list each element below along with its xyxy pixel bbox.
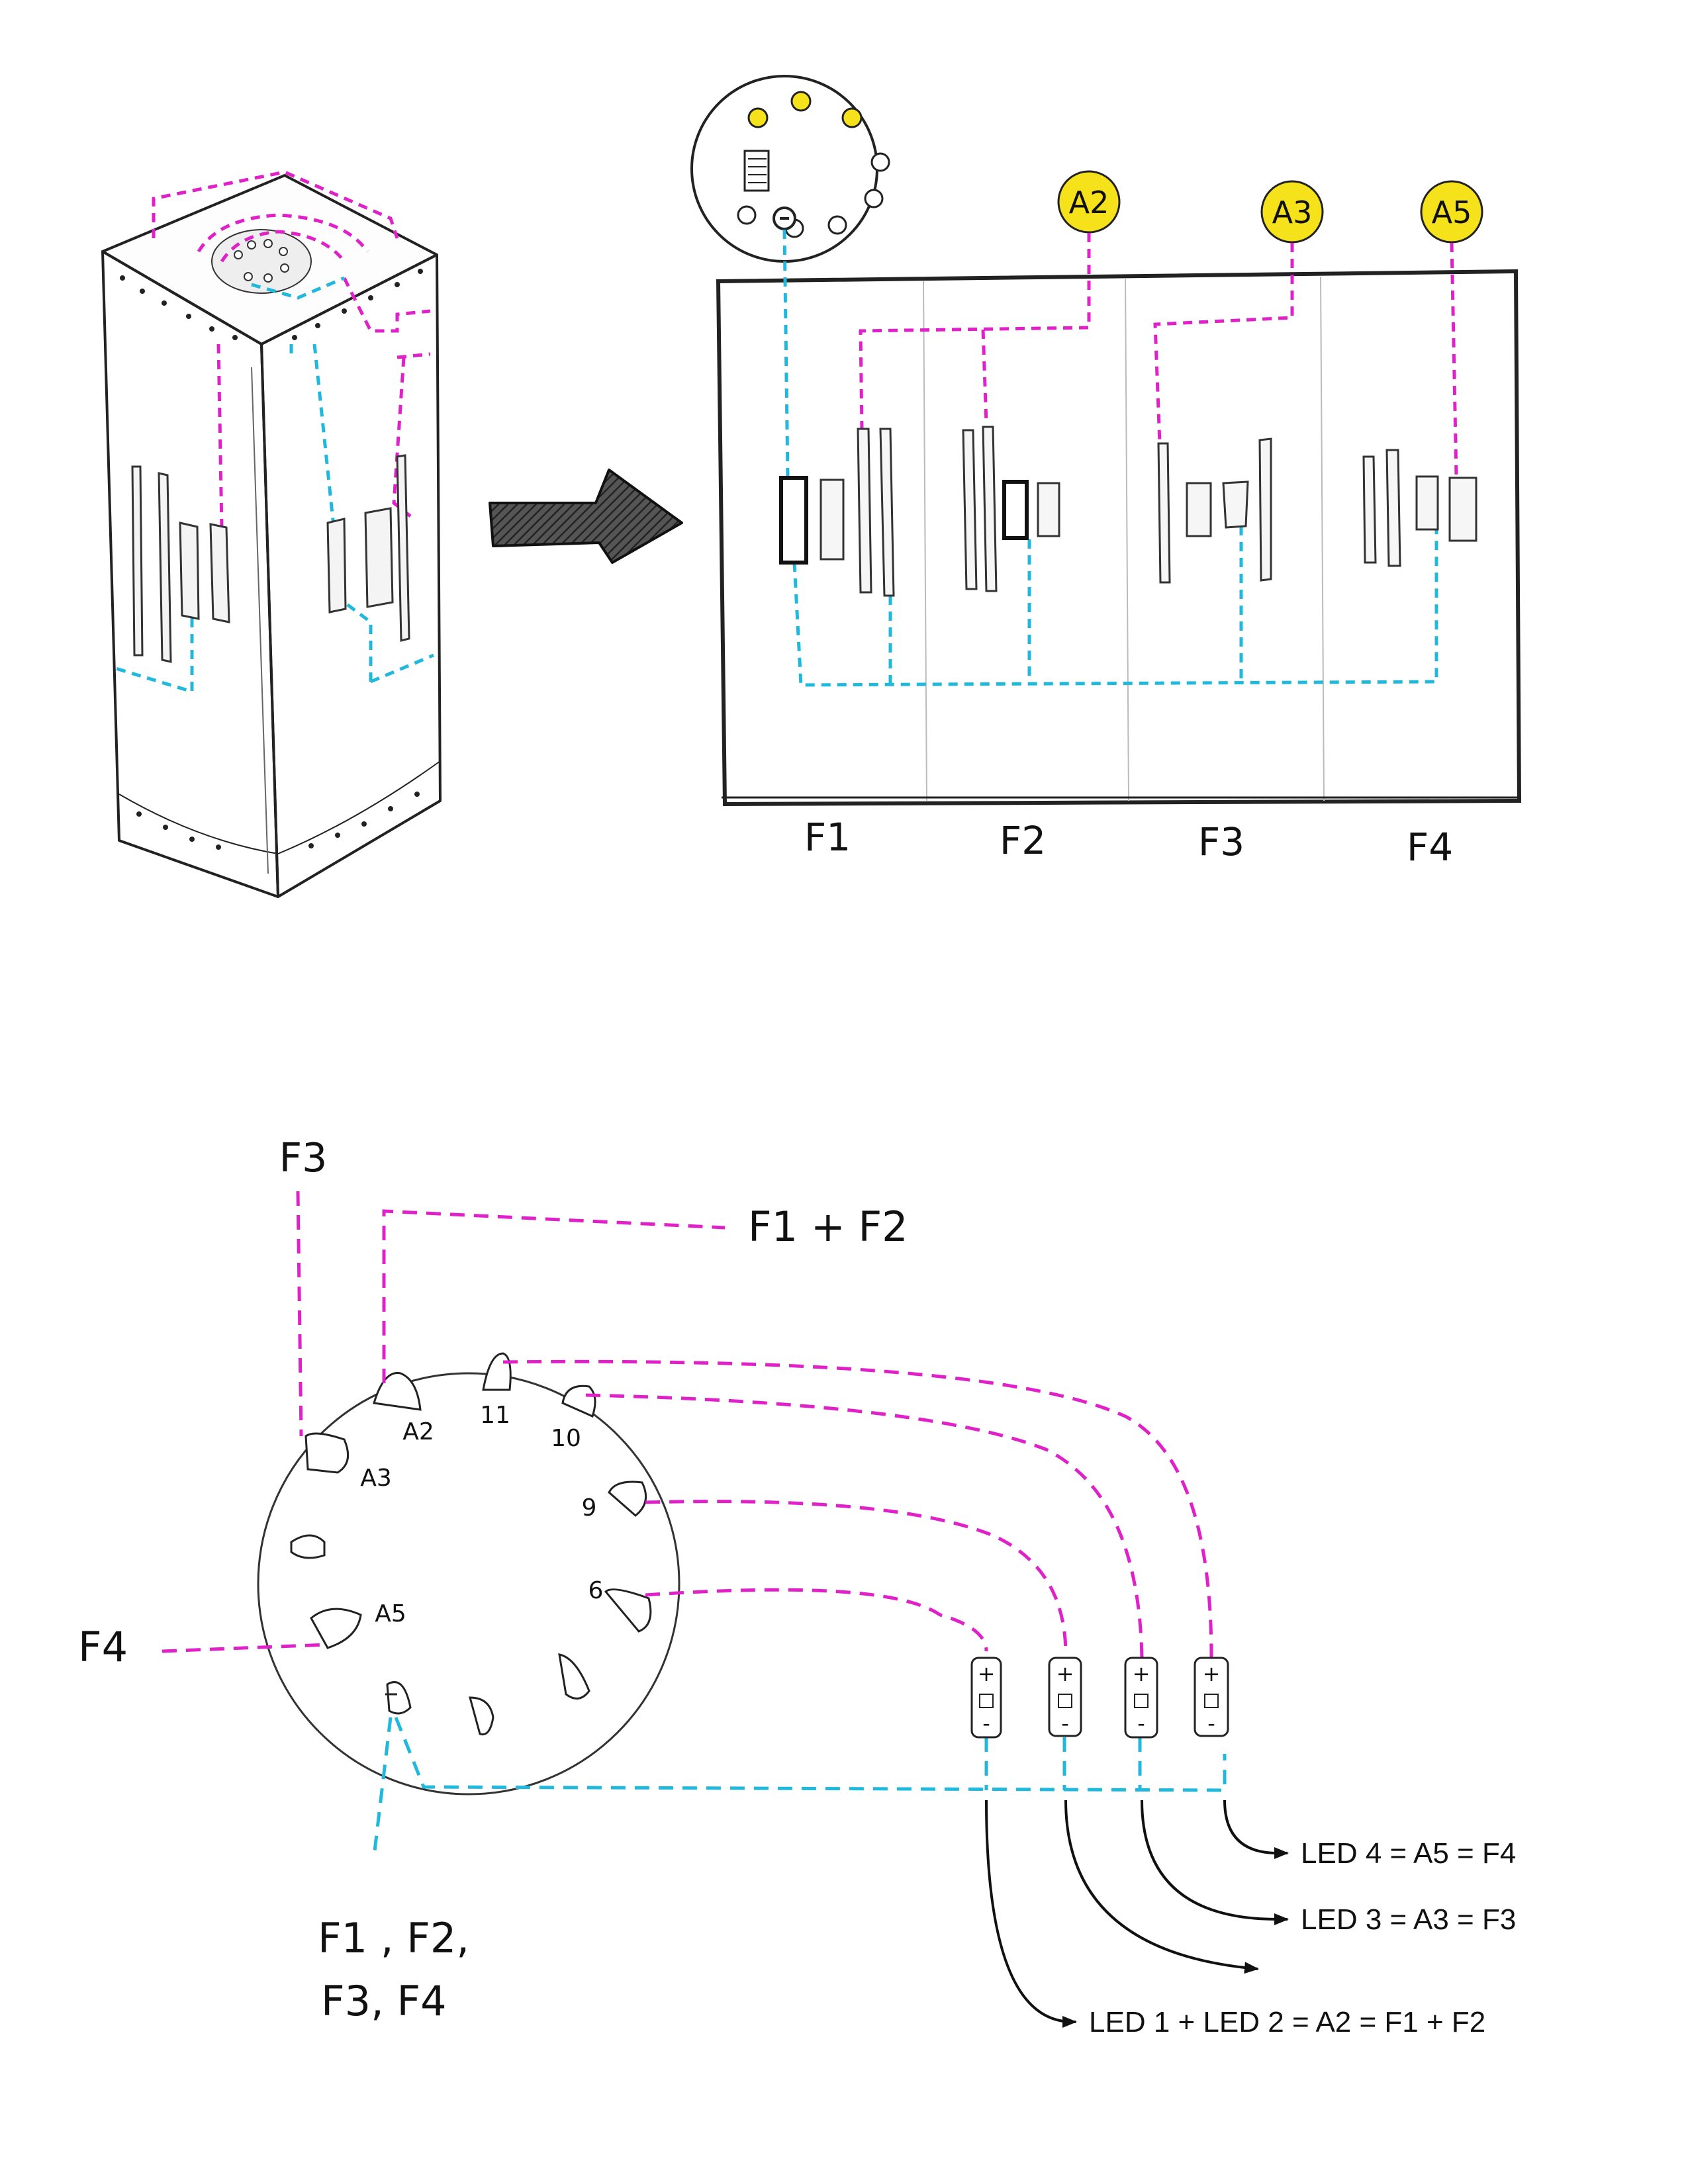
led-4: + - xyxy=(1194,1657,1229,1737)
wire-label-f1-f2: F1 + F2 xyxy=(748,1203,908,1251)
wire-label-ground-line1: F1 , F2, xyxy=(318,1914,469,1962)
svg-text:+: + xyxy=(1056,1661,1074,1686)
pin-badge-a3: A3 xyxy=(1260,180,1324,244)
svg-text:-: - xyxy=(1061,1711,1069,1736)
pin-labels: A2 11 10 9 6 A3 A5 xyxy=(360,1402,603,1627)
pinout-magenta-wires xyxy=(162,1191,1213,1659)
legend-led-1-2: LED 1 + LED 2 = A2 = F1 + F2 xyxy=(1089,2006,1485,2038)
svg-text:-: - xyxy=(982,1711,990,1736)
pin-label-9: 9 xyxy=(582,1494,597,1522)
svg-text:+: + xyxy=(978,1661,996,1686)
section-labels: F1 F2 F3 F4 xyxy=(804,815,1453,870)
wire-label-f3: F3 xyxy=(279,1135,328,1181)
led-3: + - xyxy=(1124,1657,1158,1739)
section-label-f4: F4 xyxy=(1407,825,1453,870)
panel-strips xyxy=(779,426,1477,597)
section-label-f3: F3 xyxy=(1198,819,1244,864)
pin-label-11: 11 xyxy=(480,1402,510,1429)
pin-label-a5: A5 xyxy=(375,1600,406,1627)
panel-cyan-wires xyxy=(782,229,1438,687)
transform-arrow xyxy=(489,469,683,564)
pin-label-a3: A3 xyxy=(360,1465,392,1492)
section-label-f2: F2 xyxy=(1000,818,1046,863)
pin-label-6: 6 xyxy=(588,1577,604,1604)
section-label-f1: F1 xyxy=(804,815,851,860)
pinout-diagram: A2 11 10 9 6 A3 A5 xyxy=(78,1135,1516,2038)
box-strips xyxy=(131,454,410,663)
pinout-cyan-wires xyxy=(372,1717,1227,1857)
pin-badge-a5-label: A5 xyxy=(1432,195,1472,230)
box-stitch-dots xyxy=(120,269,423,850)
panel-magenta-wires xyxy=(859,233,1458,477)
pin-label-10: 10 xyxy=(551,1425,581,1452)
svg-text:-: - xyxy=(1207,1711,1215,1736)
legend-arrows xyxy=(985,1799,1289,2028)
led-modules: + - + - + - + - xyxy=(970,1657,1229,1739)
legend-led-3: LED 3 = A3 = F3 xyxy=(1301,1903,1516,1936)
wire-labels: F3 F1 + F2 F4 F1 , F2, F3, F4 xyxy=(78,1135,908,2025)
pin-badge-a2-label: A2 xyxy=(1069,185,1109,220)
legend-led-4: LED 4 = A5 = F4 xyxy=(1301,1837,1516,1870)
svg-text:+: + xyxy=(1203,1661,1221,1686)
pin-label-a2: A2 xyxy=(402,1418,434,1445)
svg-text:-: - xyxy=(1137,1711,1145,1736)
wire-label-ground-line2: F3, F4 xyxy=(321,1977,447,2025)
svg-text:+: + xyxy=(1133,1661,1150,1686)
led-2: + - xyxy=(1048,1657,1082,1737)
pin-badge-a5: A5 xyxy=(1420,180,1483,244)
pin-badge-a3-label: A3 xyxy=(1272,195,1313,230)
box-controller-oval xyxy=(211,229,312,294)
unfolded-panel: A2 A3 A5 xyxy=(690,75,1522,870)
flora-controller xyxy=(690,75,890,263)
led-legend: LED 4 = A5 = F4 LED 3 = A3 = F3 LED 1 + … xyxy=(1089,1837,1516,2038)
panel-outline xyxy=(716,269,1522,807)
wire-label-f4: F4 xyxy=(78,1623,128,1671)
led-1: + - xyxy=(970,1657,1002,1739)
pin-badge-a2: A2 xyxy=(1057,170,1121,234)
